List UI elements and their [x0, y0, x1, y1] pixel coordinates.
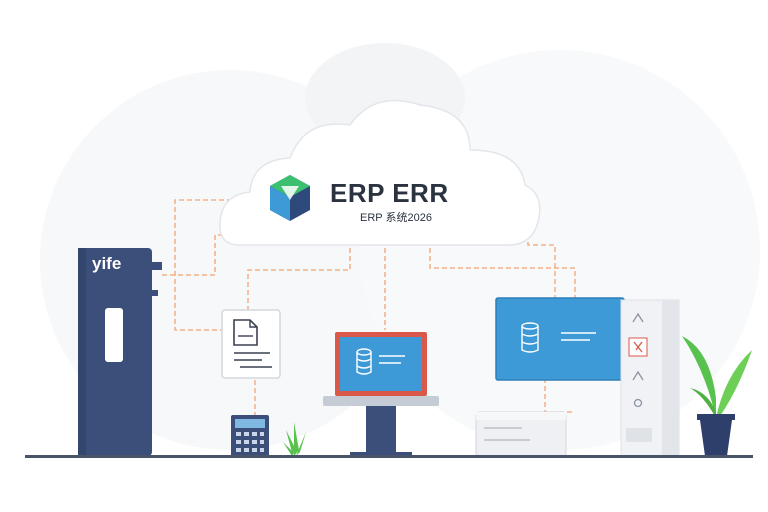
cloud-title: ERP ERR	[330, 178, 449, 208]
calculator-icon	[231, 415, 269, 457]
small-plant-icon	[283, 422, 306, 456]
logo-cube-icon	[270, 175, 310, 221]
monitor-center	[323, 332, 439, 456]
server-icon	[475, 411, 567, 457]
tower-label: yife	[92, 254, 122, 273]
cloud-subtitle: ERP 系统2026	[360, 212, 432, 224]
server-tower	[78, 248, 162, 456]
monitor-right	[495, 297, 625, 381]
control-cabinet	[620, 299, 680, 457]
document-icon	[233, 319, 272, 368]
database-icon	[356, 348, 372, 375]
ground-line	[25, 455, 753, 458]
plant-icon	[682, 336, 752, 456]
document-card	[221, 309, 281, 379]
database-icon	[521, 322, 539, 353]
